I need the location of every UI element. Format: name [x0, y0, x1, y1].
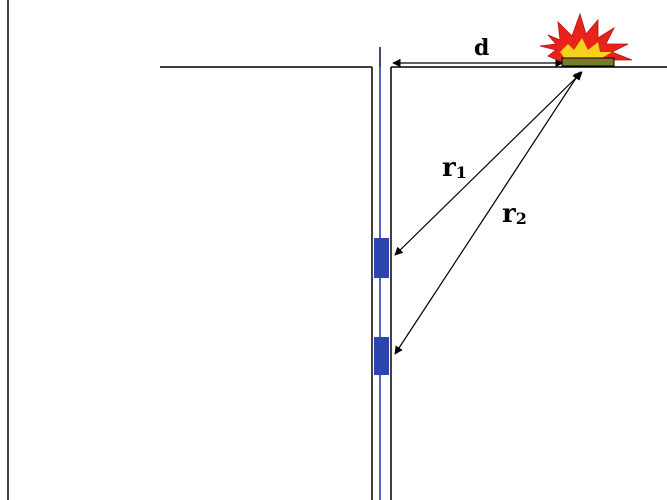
ray-r1 [394, 71, 583, 256]
explosion-inner-burst [560, 38, 612, 60]
receiver-1 [374, 238, 389, 278]
ray-r2-subscript: 2 [516, 209, 527, 228]
explosion-icon [539, 12, 633, 67]
distance-d-label: d [474, 35, 489, 61]
ray-r2-letter: r [502, 199, 516, 229]
source-charge [561, 57, 615, 67]
ray-r1-subscript: 1 [456, 163, 467, 182]
ray-r1-label: r1 [442, 153, 467, 183]
ray-r2-label: r2 [502, 199, 527, 229]
receiver-2 [374, 337, 389, 375]
ray-r2 [394, 71, 581, 355]
ray-r1-letter: r [442, 153, 456, 183]
